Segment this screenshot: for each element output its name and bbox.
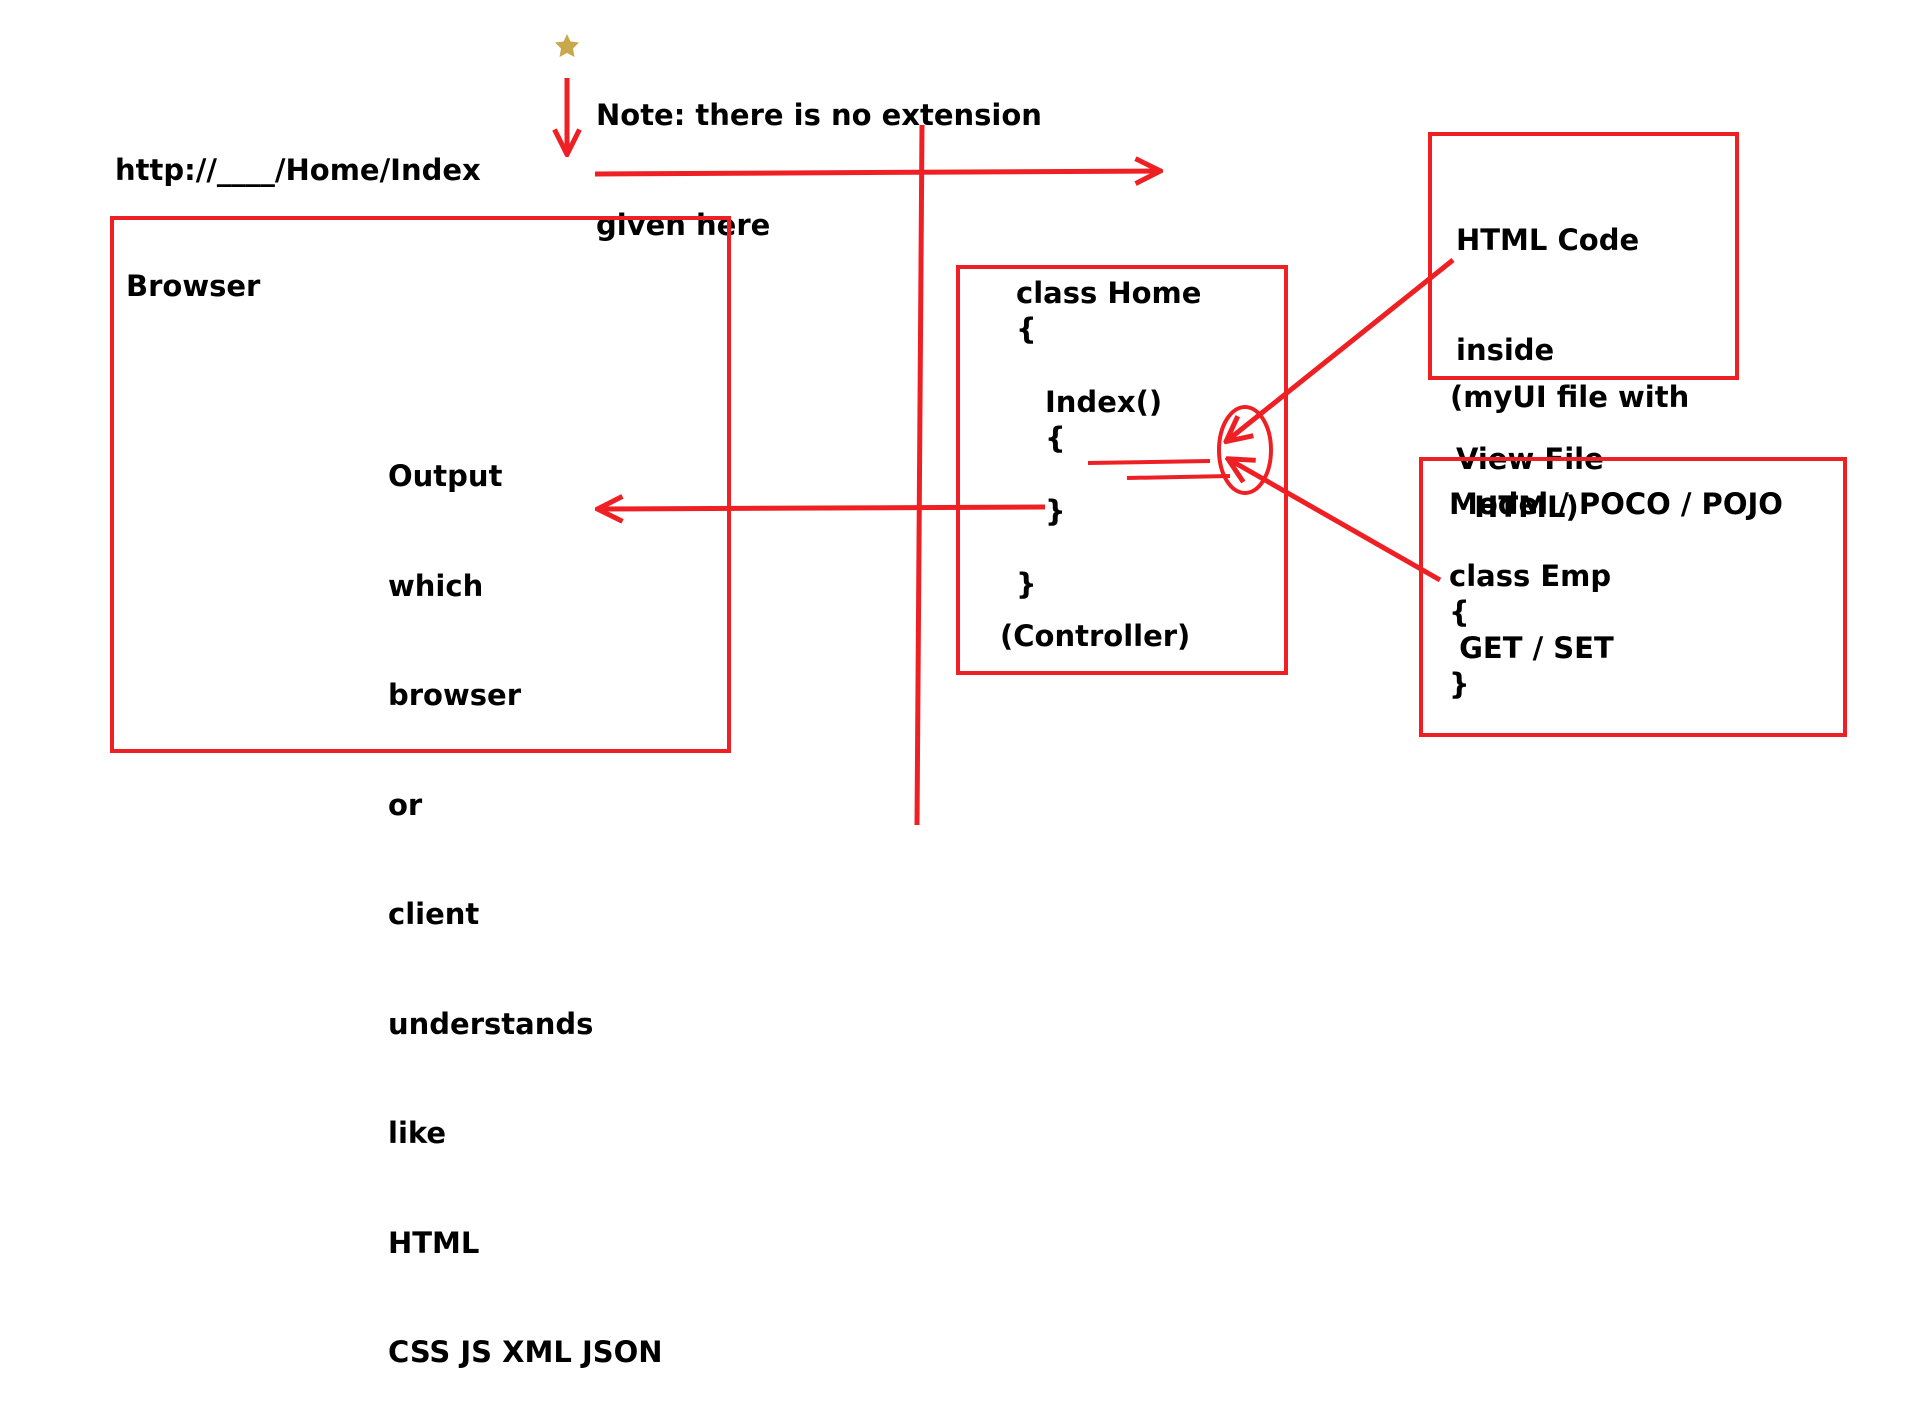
- controller-open-brace: {: [1016, 312, 1037, 346]
- output-line: browser: [388, 678, 522, 712]
- model-arrow: [1230, 460, 1442, 583]
- output-line: which: [388, 568, 484, 603]
- output-line: client: [388, 897, 480, 931]
- view-line: HTML): [1464, 489, 1579, 524]
- view-box: [1428, 132, 1739, 380]
- model-close-brace: }: [1449, 667, 1470, 701]
- output-line: HTML: [388, 1225, 480, 1260]
- view-line: inside: [1456, 332, 1555, 367]
- call-circle: [1217, 405, 1273, 495]
- star-icon: [555, 34, 579, 57]
- model-box: [1419, 457, 1847, 737]
- view-line: HTML Code: [1456, 223, 1640, 257]
- controller-class-line: class Home: [1016, 276, 1202, 310]
- response-arrow: [600, 507, 1046, 509]
- client-server-divider: [914, 124, 925, 826]
- view-arrow: [1228, 258, 1455, 440]
- view-text: HTML Code inside View File: [1456, 149, 1639, 514]
- request-url: http://____/Home/Index: [115, 153, 481, 187]
- browser-box: [110, 216, 731, 753]
- model-accessors: GET / SET: [1449, 631, 1614, 665]
- view-note: (myUI file with HTML): [1450, 306, 1689, 562]
- output-line: CSS JS XML JSON: [388, 1335, 663, 1369]
- output-line: like: [388, 1116, 447, 1150]
- note-line: Note: there is no extension: [596, 98, 1042, 132]
- note-text: Note: there is no extension given here: [596, 24, 1042, 280]
- diagram-connectors: [0, 34, 1455, 826]
- index-body-line-1: [1087, 459, 1211, 465]
- model-open-brace: {: [1449, 595, 1470, 629]
- output-line: understands: [388, 1006, 594, 1041]
- method-open-brace: {: [1045, 421, 1066, 455]
- controller-caption: (Controller): [1000, 619, 1191, 653]
- browser-output-text: Output which browser or client understan…: [388, 385, 663, 1407]
- output-line: or: [388, 787, 423, 822]
- model-class-line: class Emp: [1449, 559, 1612, 593]
- view-line: (myUI file with: [1450, 380, 1690, 414]
- method-close-brace: }: [1045, 494, 1066, 528]
- model-title: Model / POCO / POJO: [1449, 487, 1783, 521]
- request-arrow: [594, 171, 1158, 174]
- controller-method-line: Index(): [1045, 385, 1163, 419]
- controller-box: [956, 265, 1288, 675]
- controller-close-brace: }: [1016, 567, 1037, 601]
- index-body-line-2: [1126, 474, 1231, 480]
- note-line: given here: [596, 207, 771, 242]
- browser-title: Browser: [126, 269, 261, 303]
- output-line: Output: [388, 459, 503, 493]
